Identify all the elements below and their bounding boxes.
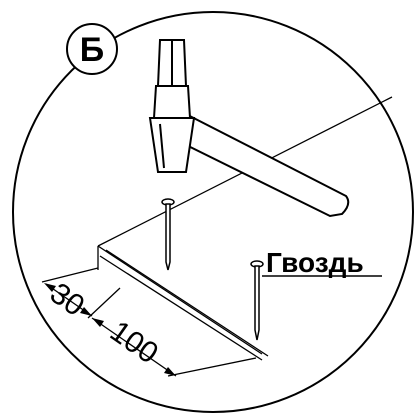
nail-shank-side [254, 265, 260, 341]
board-inner-line [99, 255, 263, 361]
dim-ext-3 [167, 357, 257, 377]
dimension-arrows [44, 283, 176, 376]
dim-line-100 [91, 317, 177, 377]
arrow-100-start [92, 318, 104, 327]
badge-circle [66, 23, 118, 75]
nail-icon [161, 198, 175, 271]
frame-circle [12, 11, 414, 413]
nail-icon-2 [250, 260, 264, 341]
badge: Б [66, 23, 118, 75]
nail-label: Гвоздь [266, 247, 364, 278]
arrow-30-start [44, 283, 56, 292]
dim-ext-1 [41, 267, 99, 283]
board-front-edge-2 [105, 249, 269, 357]
dim-ext-2 [87, 287, 121, 319]
arrow-100-end [164, 367, 176, 376]
hammer-icon [148, 39, 350, 218]
arrow-30-end [80, 307, 92, 316]
board-front-edge [97, 245, 263, 355]
nail-shank-top [165, 203, 171, 271]
hammer-head-body [152, 85, 192, 119]
hammer-face-line [159, 123, 165, 169]
badge-letter: Б [80, 31, 104, 69]
hammer-handle [166, 108, 350, 218]
hammer-face [148, 117, 196, 173]
